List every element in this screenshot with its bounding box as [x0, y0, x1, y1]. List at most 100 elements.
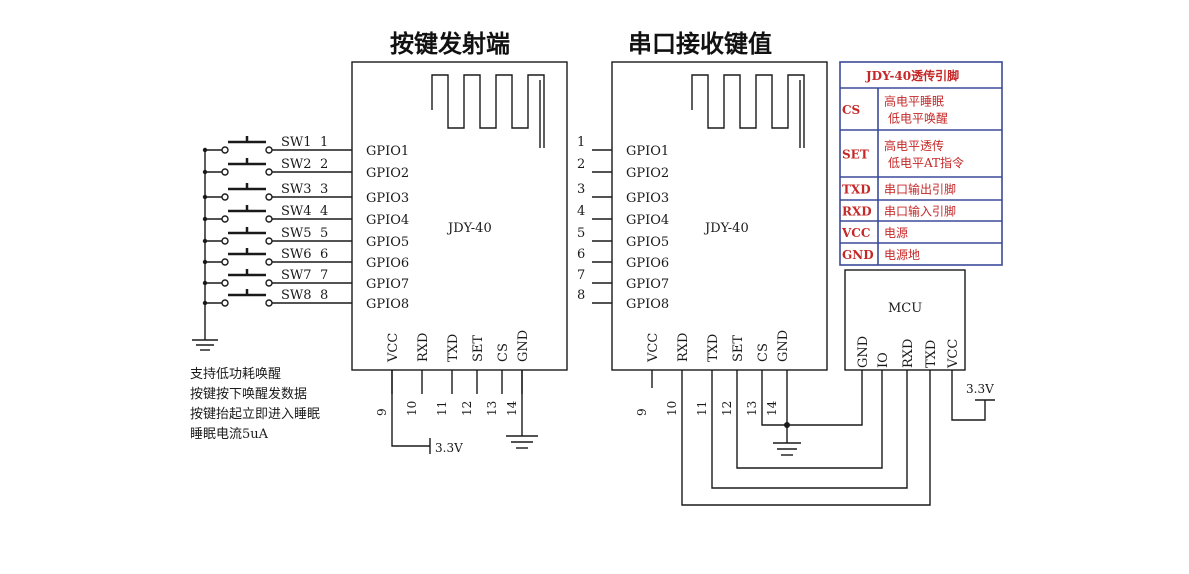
right-pin-number: 2	[577, 157, 585, 172]
right-pin-number: 1	[577, 135, 585, 150]
right-module-name: JDY-40	[703, 221, 749, 236]
right-bottom-pin-number: 9	[635, 408, 649, 416]
switch-sw8: SW8	[202, 288, 352, 307]
left-gpio-label: GPIO5	[366, 235, 409, 250]
mcu-power-label: 3.3V	[966, 382, 994, 396]
left-bottom-pin-number: 9	[375, 408, 389, 416]
right-gpio-label: GPIO8	[626, 297, 669, 312]
note-line: 按键抬起立即进入睡眠	[190, 407, 320, 422]
left-bottom-pin-label: RXD	[416, 333, 431, 362]
left-module-box	[351, 61, 568, 371]
mcu-pin-label: RXD	[901, 339, 916, 368]
right-bottom-pin-number: 13	[745, 401, 759, 416]
left-pin-number: 7	[320, 268, 328, 283]
left-pin-number: 3	[320, 182, 328, 197]
left-gpio-label: GPIO8	[366, 297, 409, 312]
left-bottom-pin-label: CS	[496, 343, 511, 362]
legend-title: JDY-40透传引脚	[865, 68, 959, 83]
left-power-label: 3.3V	[435, 441, 463, 455]
right-bottom-pin-label: GND	[776, 330, 791, 362]
mcu-pin-label: GND	[856, 336, 871, 368]
left-antenna-trace	[431, 74, 545, 148]
left-pin-number: 6	[320, 247, 328, 262]
right-gpio-label: GPIO5	[626, 235, 669, 250]
switch-label: SW6	[281, 247, 312, 262]
left-bottom-pin-number: 14	[505, 400, 519, 416]
left-bottom-pin-number: 11	[435, 401, 449, 416]
switch-label: SW1	[281, 135, 312, 150]
right-gpio-label: GPIO4	[626, 213, 669, 228]
right-bottom-pin-number: 10	[665, 401, 679, 416]
right-pin-number: 3	[577, 182, 585, 197]
right-pin-number: 7	[577, 268, 585, 283]
left-pin-number: 2	[320, 157, 328, 172]
legend-desc: 串口输入引脚	[884, 204, 956, 219]
legend-desc: 高电平睡眠	[884, 94, 944, 109]
right-module-box	[611, 61, 828, 371]
right-pin-number: 5	[577, 226, 585, 241]
mcu-pin-label: TXD	[924, 340, 939, 368]
mcu-pin-label: IO	[876, 352, 891, 368]
left-bottom-pin-number: 12	[460, 401, 474, 416]
right-bottom-pin-label: VCC	[646, 333, 661, 363]
right-gpio-label: GPIO2	[626, 166, 669, 181]
legend-pin: CS	[842, 103, 860, 117]
right-pin-number: 6	[577, 247, 585, 262]
mcu-vcc-wire	[951, 370, 986, 421]
switch-sw5: SW5	[202, 226, 352, 245]
legend-pin: RXD	[842, 205, 872, 219]
left-pin-number: 1	[320, 135, 328, 150]
switch-label: SW4	[281, 204, 312, 219]
right-bottom-pin-number: 12	[720, 401, 734, 416]
right-gpio-label: GPIO6	[626, 256, 669, 271]
mcu-name: MCU	[888, 301, 922, 316]
legend-pin: TXD	[842, 183, 871, 197]
mcu-pin-label: VCC	[946, 339, 961, 369]
left-module-ground	[506, 435, 538, 449]
switch-label: SW5	[281, 226, 312, 241]
legend-pin: VCC	[841, 226, 870, 240]
receiver-mcu-wiring	[681, 370, 931, 506]
switch-sw1: SW1	[202, 135, 352, 154]
left-bottom-pin-label: VCC	[386, 333, 401, 363]
switch-sw7: SW7	[202, 268, 352, 287]
switch-label: SW3	[281, 182, 312, 197]
left-gpio-label: GPIO6	[366, 256, 409, 271]
left-pin-number: 4	[320, 204, 328, 219]
left-pin-number: 8	[320, 288, 328, 303]
switch-label: SW2	[281, 157, 312, 172]
legend-pin: GND	[842, 248, 874, 262]
switch-sw4: SW4	[202, 204, 352, 223]
switch-sw6: SW6	[202, 247, 352, 266]
note-line: 支持低功耗唤醒	[190, 367, 281, 382]
left-bottom-pin-number: 10	[405, 401, 419, 416]
legend-pin: SET	[842, 148, 869, 162]
right-bottom-pin-label: CS	[756, 343, 771, 362]
left-vcc-wire	[391, 370, 430, 447]
right-bottom-pin-label: RXD	[676, 333, 691, 362]
note-line: 按键按下唤醒发数据	[190, 386, 307, 402]
left-bottom-pin-number: 13	[485, 401, 499, 416]
legend-desc: 低电平AT指令	[888, 155, 964, 170]
right-gpio-label: GPIO7	[626, 277, 669, 292]
legend-desc: 高电平透传	[884, 138, 944, 153]
left-gpio-label: GPIO3	[366, 191, 409, 206]
switch-label: SW7	[281, 268, 312, 283]
right-gpio-label: GPIO3	[626, 191, 669, 206]
switch-label: SW8	[281, 288, 312, 303]
legend-desc: 串口输出引脚	[884, 182, 956, 197]
left-module-name: JDY-40	[446, 221, 492, 236]
right-pin-number: 8	[577, 288, 585, 303]
right-bottom-pin-label: TXD	[706, 334, 721, 362]
left-switch-ground	[192, 339, 218, 351]
left-bottom-pin-label: TXD	[446, 334, 461, 362]
right-antenna-trace	[691, 74, 805, 148]
left-bottom-pin-label: GND	[516, 330, 531, 362]
note-line: 睡眠电流5uA	[190, 427, 269, 442]
left-gpio-label: GPIO2	[366, 166, 409, 181]
switch-sw2: SW2	[202, 157, 352, 176]
right-bottom-pin-label: SET	[731, 335, 746, 362]
legend-desc: 低电平唤醒	[888, 112, 948, 126]
